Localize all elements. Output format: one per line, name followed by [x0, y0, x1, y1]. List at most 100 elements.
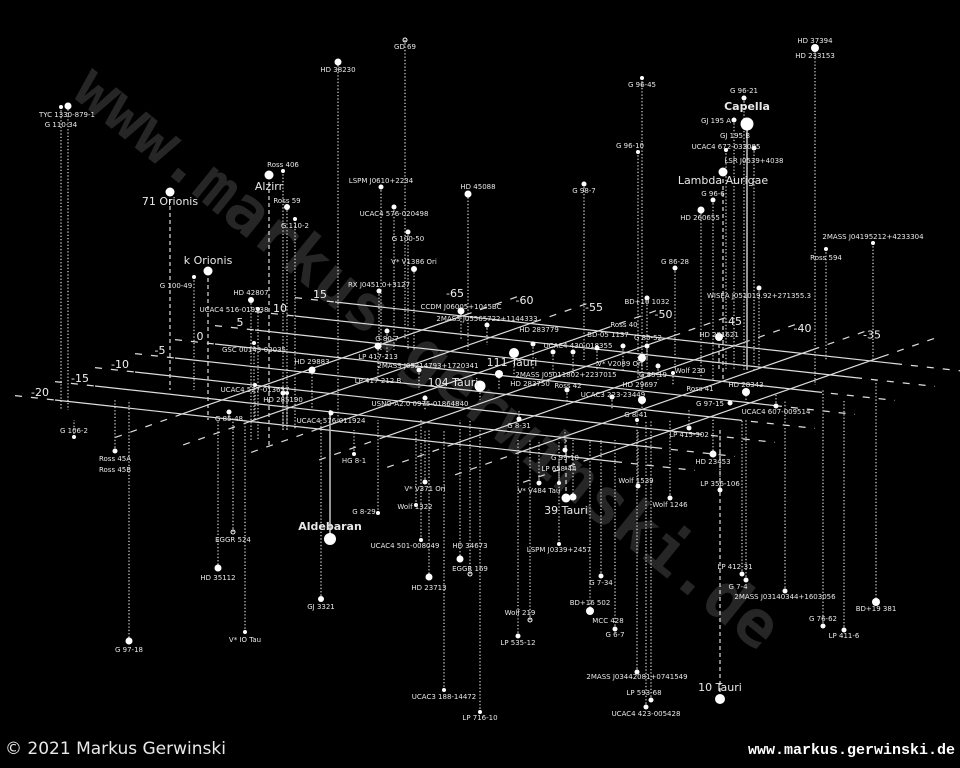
star-marker[interactable] — [59, 105, 63, 109]
star-marker[interactable] — [530, 341, 536, 347]
star-marker[interactable] — [72, 435, 76, 439]
website-url[interactable]: www.markus.gerwinski.de — [747, 742, 955, 759]
star-marker[interactable] — [112, 448, 118, 454]
star-marker[interactable] — [743, 577, 749, 583]
star-marker[interactable] — [165, 187, 175, 197]
star-marker[interactable] — [667, 495, 673, 501]
star-marker[interactable] — [635, 418, 639, 422]
star-marker[interactable] — [562, 447, 568, 453]
star-marker[interactable] — [872, 598, 880, 606]
star-marker[interactable] — [419, 538, 423, 542]
star-marker[interactable] — [334, 58, 342, 66]
star-marker[interactable] — [672, 265, 678, 271]
star-marker[interactable] — [644, 343, 650, 349]
star-marker[interactable] — [671, 371, 675, 375]
star-marker[interactable] — [264, 170, 274, 180]
star-marker[interactable] — [609, 394, 615, 400]
star-marker[interactable] — [516, 416, 522, 422]
star-marker[interactable] — [474, 380, 486, 392]
star-marker[interactable] — [318, 596, 324, 602]
star-marker[interactable] — [536, 480, 542, 486]
star-marker[interactable] — [715, 694, 725, 704]
star-marker[interactable] — [564, 387, 570, 393]
star-marker[interactable] — [871, 241, 875, 245]
star-marker[interactable] — [742, 388, 750, 396]
star-marker[interactable] — [411, 266, 417, 272]
star-marker[interactable] — [655, 363, 661, 369]
star-marker[interactable] — [709, 450, 717, 458]
star-marker[interactable] — [724, 148, 728, 152]
star-marker[interactable] — [478, 710, 482, 714]
star-marker[interactable] — [581, 181, 587, 187]
star-marker[interactable] — [391, 204, 397, 210]
star-marker[interactable] — [203, 266, 213, 276]
star-marker[interactable] — [281, 169, 285, 173]
star-marker[interactable] — [620, 343, 626, 349]
star-marker[interactable] — [384, 328, 390, 334]
star-marker[interactable] — [635, 483, 641, 489]
star-marker[interactable] — [515, 633, 521, 639]
star-marker[interactable] — [773, 403, 779, 409]
star-marker[interactable] — [634, 669, 640, 675]
star-marker[interactable] — [718, 167, 728, 177]
star-marker[interactable] — [285, 391, 289, 395]
star-marker[interactable] — [636, 150, 640, 154]
star-marker[interactable] — [697, 206, 705, 214]
star-marker[interactable] — [841, 627, 847, 633]
star-marker[interactable] — [557, 542, 561, 546]
star-marker[interactable] — [495, 370, 503, 378]
star-marker[interactable] — [252, 341, 256, 345]
star-marker[interactable] — [284, 204, 290, 210]
star-marker[interactable] — [648, 697, 654, 703]
star-marker[interactable] — [328, 410, 334, 416]
star-marker[interactable] — [557, 481, 561, 485]
star-marker[interactable] — [811, 44, 819, 52]
star-marker[interactable] — [442, 688, 446, 692]
star-marker[interactable] — [457, 307, 465, 315]
star-marker[interactable] — [192, 275, 196, 279]
star-marker[interactable] — [715, 333, 723, 341]
star-marker[interactable] — [253, 383, 257, 387]
star-marker[interactable] — [740, 117, 754, 131]
star-marker[interactable] — [402, 37, 408, 43]
star-marker[interactable] — [751, 145, 757, 151]
star-marker[interactable] — [464, 190, 472, 198]
star-marker[interactable] — [256, 307, 260, 311]
star-marker[interactable] — [820, 623, 826, 629]
star-marker[interactable] — [686, 425, 692, 431]
star-marker[interactable] — [741, 95, 747, 101]
star-marker[interactable] — [640, 76, 644, 80]
star-marker[interactable] — [456, 555, 464, 563]
star-marker[interactable] — [374, 342, 382, 350]
star-marker[interactable] — [527, 617, 533, 623]
star-marker[interactable] — [214, 564, 222, 572]
star-marker[interactable] — [422, 395, 428, 401]
star-marker[interactable] — [612, 626, 618, 632]
star-marker[interactable] — [414, 503, 418, 507]
star-marker[interactable] — [376, 511, 380, 515]
star-marker[interactable] — [484, 322, 490, 328]
star-marker[interactable] — [561, 493, 571, 503]
star-marker[interactable] — [643, 704, 649, 710]
star-marker[interactable] — [569, 493, 577, 501]
star-marker[interactable] — [422, 479, 428, 485]
star-marker[interactable] — [280, 390, 286, 396]
star-marker[interactable] — [731, 117, 737, 123]
star-marker[interactable] — [756, 285, 762, 291]
star-marker[interactable] — [727, 400, 733, 406]
star-marker[interactable] — [638, 354, 646, 362]
star-marker[interactable] — [125, 637, 133, 645]
star-marker[interactable] — [638, 396, 646, 404]
star-marker[interactable] — [550, 349, 556, 355]
star-marker[interactable] — [717, 487, 723, 493]
star-marker[interactable] — [782, 588, 788, 594]
star-marker[interactable] — [594, 345, 600, 351]
star-marker[interactable] — [293, 217, 297, 221]
star-marker[interactable] — [226, 409, 232, 415]
star-marker[interactable] — [598, 573, 604, 579]
star-marker[interactable] — [644, 295, 650, 301]
star-marker[interactable] — [64, 102, 72, 110]
star-marker[interactable] — [416, 367, 422, 373]
star-marker[interactable] — [739, 571, 745, 577]
star-marker[interactable] — [376, 288, 382, 294]
